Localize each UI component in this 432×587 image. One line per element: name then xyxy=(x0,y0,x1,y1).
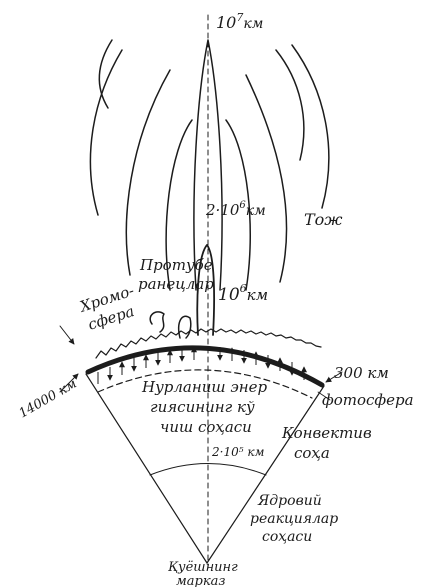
nuclear-label-line3: соҳаси xyxy=(262,529,312,545)
corona-label: Тож xyxy=(304,210,343,229)
low-distance-label: 106км xyxy=(218,282,268,305)
nuclear-label-line1: Ядровий xyxy=(257,493,322,509)
prominences-label-line1: Протубе xyxy=(139,256,213,274)
radiation-zone-line1: Нурланиш энер xyxy=(141,378,268,396)
photosphere-label: фотосфера xyxy=(322,391,414,409)
nuclear-label-line2: реакциялар xyxy=(250,511,338,527)
inner-distance-label: 2·10⁵ км xyxy=(211,445,265,459)
photosphere-thickness-label: 300 км xyxy=(334,364,389,382)
chromo-dim-arrow-top xyxy=(60,326,74,344)
mid-distance-label: 2·106км xyxy=(205,200,266,219)
chromosphere-thickness-label: 14000 км xyxy=(17,376,80,421)
core-label-line1: Қуёшнинг xyxy=(168,560,238,575)
top-distance-label: 107км xyxy=(216,11,263,32)
convection-label-line2: соҳа xyxy=(294,444,330,462)
core-label-line2: марказ xyxy=(176,574,225,587)
radiation-zone-line3: чиш соҳаси xyxy=(160,418,252,436)
convection-label-line1: Конвектив xyxy=(281,424,372,442)
prominences-label-line2: ранецлар xyxy=(138,275,214,293)
radiation-zone-line2: гиясининг кў xyxy=(150,398,255,416)
